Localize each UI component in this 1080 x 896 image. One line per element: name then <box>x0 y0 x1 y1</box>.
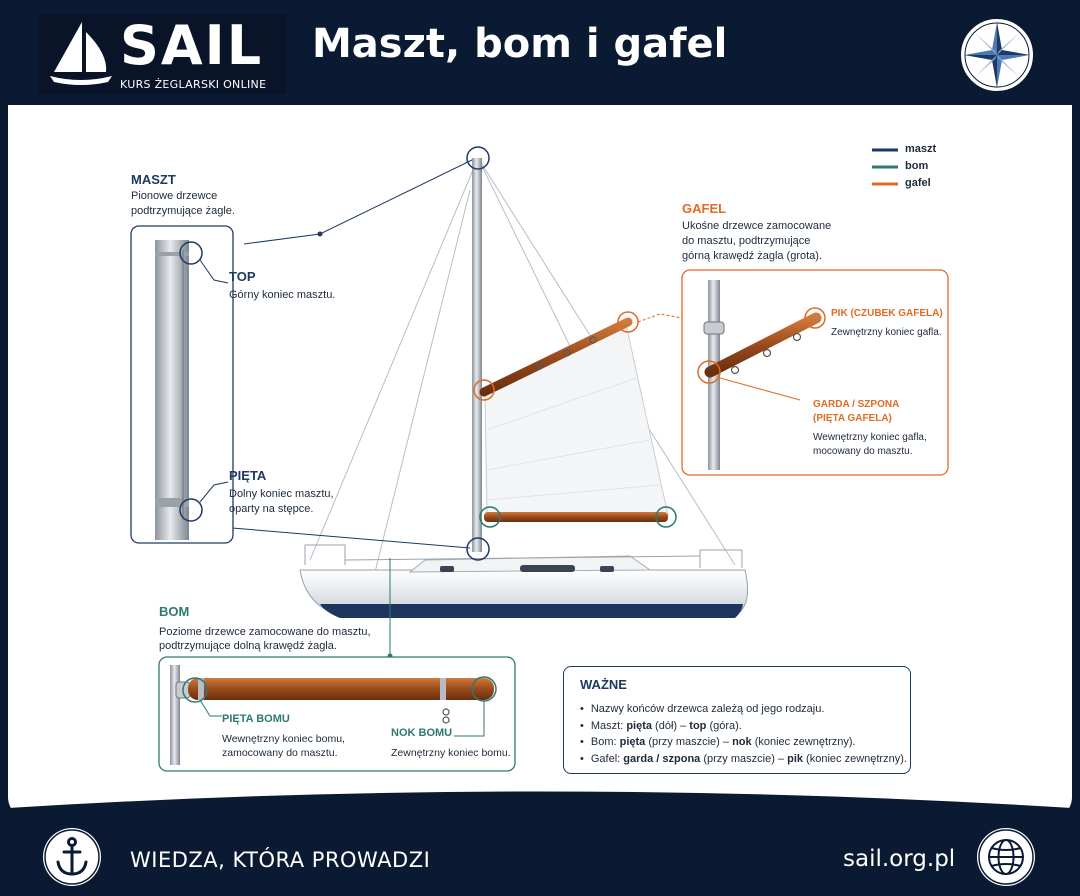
note-line-4: Gafel: garda / szpona (przy maszcie) – p… <box>580 751 907 768</box>
footer-url[interactable]: sail.org.pl <box>843 846 956 872</box>
gafel-desc-1: Ukośne drzewce zamocowane <box>682 220 832 232</box>
bom-title: BOM <box>159 604 190 619</box>
gafel-pik-title: PIK (CZUBEK GAFELA) <box>831 308 943 319</box>
maszt-pieta-desc-1: Dolny koniec masztu, <box>229 488 334 500</box>
logo-tagline: KURS ŻEGLARSKI ONLINE <box>120 78 267 91</box>
page-title: Maszt, bom i gafel <box>312 21 728 67</box>
bom-nok-desc: Zewnętrzny koniec bomu. <box>391 747 511 759</box>
maszt-pieta-desc-2: oparty na stępce. <box>229 503 314 515</box>
boom <box>484 512 668 522</box>
footer-slogan: WIEDZA, KTÓRA PROWADZI <box>130 848 431 872</box>
note-line-1: Nazwy końców drzewca zależą od jego rodz… <box>580 701 907 718</box>
gaff <box>479 317 633 397</box>
gafel-detail-box <box>681 269 949 476</box>
maszt-desc-2: podtrzymujące żagle. <box>131 205 235 217</box>
bom-desc-2: podtrzymujące dolną krawędź żagla. <box>159 640 337 652</box>
mast <box>472 158 482 552</box>
gafel-title: GAFEL <box>682 201 727 216</box>
globe-icon <box>977 828 1035 886</box>
maszt-desc-1: Pionowe drzewce <box>131 190 218 202</box>
important-note-box: WAŻNE Nazwy końców drzewca zależą od jeg… <box>563 666 911 774</box>
gafel-desc-2: do masztu, podtrzymujące <box>682 235 811 247</box>
maszt-title: MASZT <box>131 172 176 187</box>
note-title: WAŻNE <box>580 677 627 692</box>
logo-wordmark: SAIL <box>120 14 264 77</box>
legend-bom: bom <box>905 160 929 172</box>
gafel-garda-title-1: GARDA / SZPONA <box>813 399 900 410</box>
bom-pieta-desc-2: zamocowany do masztu. <box>222 747 338 759</box>
gafel-pik-desc: Zewnętrzny koniec gafla. <box>831 327 942 338</box>
bom-nok-title: NOK BOMU <box>391 727 453 739</box>
gafel-garda-desc-2: mocowany do masztu. <box>813 446 913 457</box>
maszt-top-desc: Górny koniec masztu. <box>229 289 336 301</box>
bom-desc-1: Poziome drzewce zamocowane do masztu, <box>159 626 371 638</box>
gafel-desc-3: górną krawędź żagla (grota). <box>682 250 823 262</box>
note-line-2: Maszt: pięta (dół) – top (góra). <box>580 718 907 735</box>
bom-pieta-desc-1: Wewnętrzny koniec bomu, <box>222 733 345 745</box>
gafel-garda-desc-1: Wewnętrzny koniec gafla, <box>813 432 927 443</box>
note-line-3: Bom: pięta (przy maszcie) – nok (koniec … <box>580 734 907 751</box>
gafel-garda-title-2: (PIĘTA GAFELA) <box>813 413 892 424</box>
anchor-icon <box>43 828 101 886</box>
legend-maszt: maszt <box>905 143 937 155</box>
note-list: Nazwy końców drzewca zależą od jego rodz… <box>580 701 907 767</box>
maszt-pieta-title: PIĘTA <box>229 468 267 483</box>
legend-gafel: gafel <box>905 177 931 189</box>
sailboat-icon <box>50 22 112 85</box>
compass-rose-icon <box>959 17 1035 93</box>
bom-pieta-title: PIĘTA BOMU <box>222 713 290 725</box>
maszt-top-title: TOP <box>229 269 256 284</box>
